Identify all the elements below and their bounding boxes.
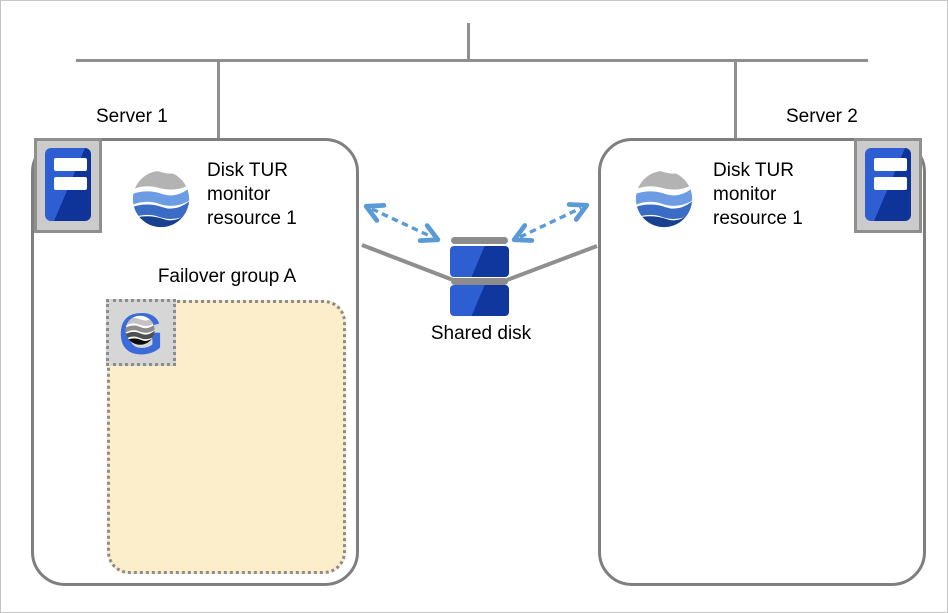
monitor-resource-label: Disk TUR monitor resource 1 — [713, 160, 803, 229]
failover-group-g-icon: G — [106, 299, 176, 367]
server2-drop-line — [734, 61, 737, 138]
network-trunk-line — [76, 59, 868, 62]
disk-tur-monitor-icon — [634, 169, 694, 229]
network-stub-line — [467, 23, 470, 62]
server1-label: Server 1 — [96, 106, 168, 127]
server-tower — [45, 148, 91, 221]
server1-disk-cable — [361, 243, 454, 282]
server-icon — [34, 138, 102, 233]
disk-tur-monitor-icon — [131, 169, 191, 229]
server1-drop-line — [217, 61, 220, 138]
server2-disk-cable — [506, 244, 598, 282]
failover-group-label: Failover group A — [157, 266, 297, 287]
monitor-resource-label: Disk TUR monitor resource 1 — [207, 160, 297, 229]
server-tower — [865, 148, 911, 221]
shared-disk-label: Shared disk — [430, 323, 532, 344]
server2-monitor-arrow — [511, 202, 590, 243]
server-icon — [854, 138, 922, 233]
server1-monitor-arrow — [363, 202, 441, 244]
server2-label: Server 2 — [786, 106, 858, 127]
